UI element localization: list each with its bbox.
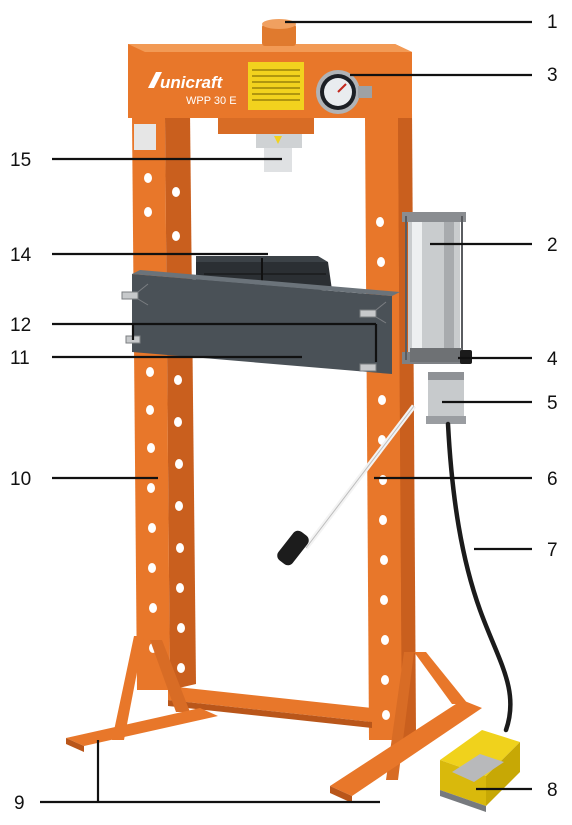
callout-8: 8 bbox=[547, 780, 558, 801]
foot-pedal bbox=[440, 730, 520, 812]
callout-14: 14 bbox=[10, 245, 32, 266]
left-foot bbox=[66, 636, 218, 752]
callout-7: 7 bbox=[547, 540, 558, 561]
callout-6: 6 bbox=[547, 469, 558, 490]
warning-label bbox=[248, 62, 304, 110]
callout-numbers: 1 3 2 4 5 6 7 8 9 10 11 12 14 15 bbox=[10, 12, 558, 814]
model-name: WPP 30 E bbox=[186, 95, 237, 107]
press-illustration: unicraft WPP 30 E bbox=[66, 19, 520, 812]
callout-15: 15 bbox=[10, 150, 31, 171]
pump-unit bbox=[426, 372, 466, 424]
pressure-gauge bbox=[316, 70, 372, 114]
callout-1: 1 bbox=[547, 12, 558, 33]
callout-12: 12 bbox=[10, 315, 31, 336]
brand-logo: unicraft WPP 30 E bbox=[148, 72, 237, 107]
brand-name: unicraft bbox=[160, 73, 224, 92]
leader-lines bbox=[40, 20, 532, 804]
callout-11: 11 bbox=[10, 348, 30, 369]
right-upright bbox=[365, 112, 416, 740]
data-plate bbox=[134, 124, 156, 150]
callout-3: 3 bbox=[547, 65, 558, 86]
upright-holes bbox=[144, 173, 390, 720]
callout-4: 4 bbox=[547, 349, 558, 370]
pneumatic-cylinder bbox=[402, 212, 466, 364]
right-foot bbox=[330, 652, 482, 803]
callout-2: 2 bbox=[547, 235, 558, 256]
lower-crossbar bbox=[168, 686, 372, 728]
ram-piston bbox=[256, 134, 302, 172]
air-hose bbox=[445, 421, 513, 733]
callout-10: 10 bbox=[10, 469, 31, 490]
callout-5: 5 bbox=[547, 393, 558, 414]
release-valve bbox=[410, 348, 472, 364]
callout-9: 9 bbox=[14, 793, 25, 814]
hand-lever bbox=[277, 404, 416, 566]
left-upright bbox=[132, 112, 196, 690]
